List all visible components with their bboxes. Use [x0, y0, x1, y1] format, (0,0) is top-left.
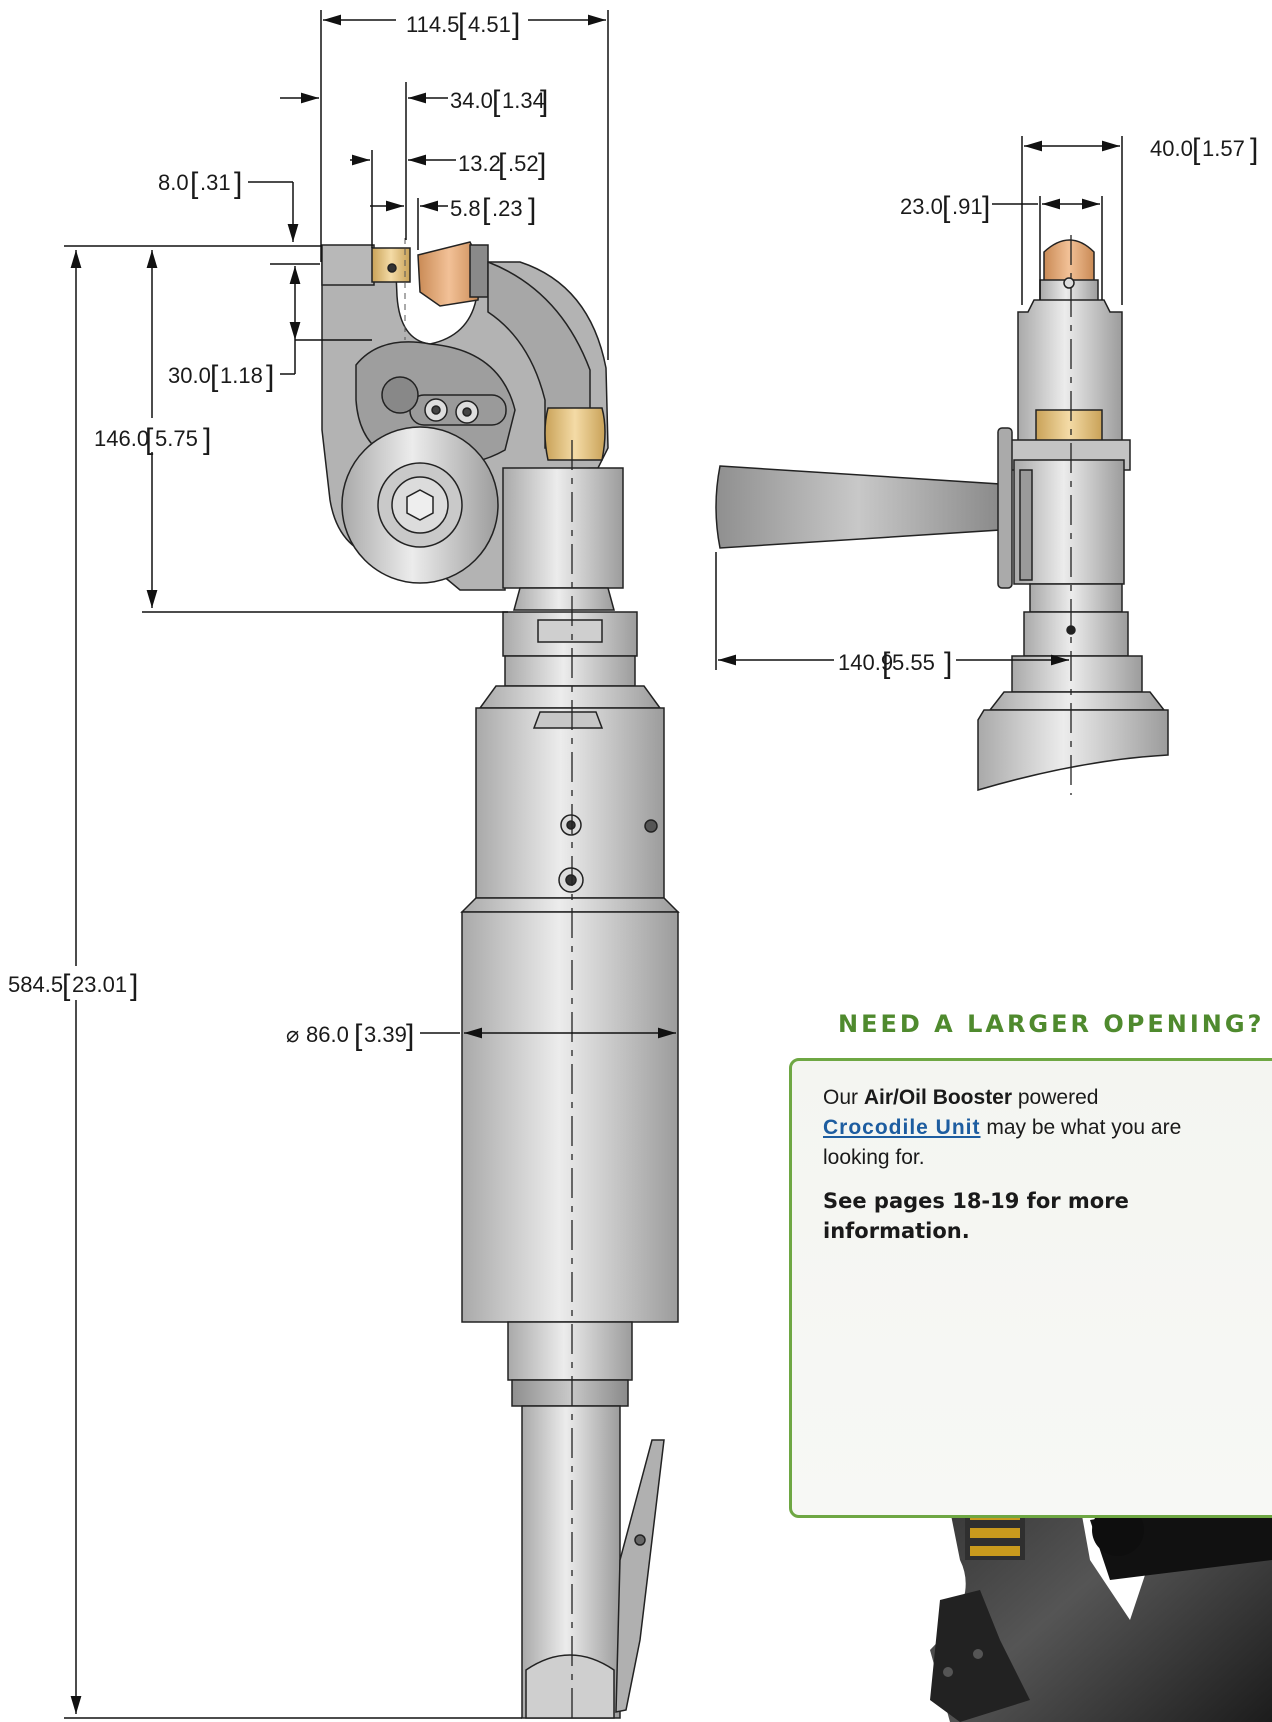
- diameter-symbol: ⌀: [286, 1022, 299, 1047]
- dim-overall-width-in: 4.51: [468, 12, 511, 37]
- dim-side-jaw: 23.0: [900, 194, 943, 219]
- dim-lip: 8.0: [158, 170, 189, 195]
- dimension-lines: [64, 10, 1123, 1719]
- hex-bolt: [406, 489, 434, 521]
- dim-opening-in: .23: [492, 196, 523, 221]
- svg-text:[: [: [190, 167, 199, 200]
- svg-text:]: ]: [944, 647, 952, 680]
- svg-text:]: ]: [266, 360, 274, 393]
- dim-overall-length: 584.5: [8, 972, 63, 997]
- jaw-lip: [321, 244, 375, 286]
- callout-text: Our Air/Oil Booster powered Crocodile Un…: [823, 1083, 1272, 1173]
- svg-text:]: ]: [540, 85, 548, 118]
- svg-text:[: [: [458, 8, 467, 41]
- svg-text:]: ]: [528, 193, 536, 226]
- neck-block: [502, 467, 624, 589]
- dim-anvil-offset-in: .52: [508, 151, 539, 176]
- dim-lip-in: .31: [200, 170, 231, 195]
- svg-text:[: [: [145, 423, 154, 456]
- dim-body-diameter-in: 3.39: [364, 1022, 407, 1047]
- callout-line1-bold: Air/Oil Booster: [863, 1086, 1013, 1109]
- dim-anvil-offset: 13.2: [458, 151, 501, 176]
- upper-body: [475, 707, 665, 899]
- front-view: [321, 238, 680, 1722]
- side-handle: [715, 465, 1001, 549]
- dimension-labels: 114.5 [ 4.51 ] 34.0 [ 1.34 ] 13.2 [ .52 …: [6, 6, 1258, 1052]
- dim-throat-in: 1.18: [220, 363, 263, 388]
- dim-overall-width: 114.5: [406, 12, 459, 37]
- dim-jaw-offset-in: 1.34: [502, 88, 545, 113]
- svg-text:[: [: [62, 969, 71, 1002]
- side-view: [715, 235, 1169, 795]
- dim-side-width-in: 1.57: [1202, 136, 1245, 161]
- brass-roller: [544, 407, 606, 461]
- callout-box: [789, 1058, 1272, 1518]
- svg-text:[: [: [1192, 133, 1201, 166]
- svg-text:]: ]: [1250, 133, 1258, 166]
- svg-text:[: [: [492, 85, 501, 118]
- svg-text:]: ]: [234, 167, 242, 200]
- callout-line2-suffix: may be what you are: [980, 1116, 1182, 1139]
- trigger-lever: [615, 1439, 665, 1713]
- svg-text:[: [: [482, 193, 491, 226]
- svg-text:]: ]: [406, 1019, 414, 1052]
- dim-body-diameter: 86.0: [306, 1022, 349, 1047]
- svg-text:[: [: [942, 191, 951, 224]
- dim-side-width: 40.0: [1150, 136, 1193, 161]
- dim-throat: 30.0: [168, 363, 211, 388]
- svg-text:]: ]: [203, 423, 211, 456]
- callout-line1-suffix: powered: [1012, 1086, 1099, 1109]
- svg-text:[: [: [210, 360, 219, 393]
- svg-text:]: ]: [982, 191, 990, 224]
- svg-text:]: ]: [512, 8, 520, 41]
- callout-line1-prefix: Our: [823, 1086, 864, 1109]
- dim-opening: 5.8: [450, 196, 481, 221]
- dim-head-height: 146.0: [94, 426, 149, 451]
- svg-text:[: [: [498, 148, 507, 181]
- callout-more-info: See pages 18-19 for more information.: [823, 1189, 1129, 1243]
- copper-cutter: [417, 241, 481, 307]
- dim-handle-reach: 140.9: [838, 650, 893, 675]
- dim-head-height-in: 5.75: [155, 426, 198, 451]
- svg-text:[: [: [882, 647, 891, 680]
- callout-line3: looking for.: [823, 1146, 925, 1169]
- svg-text:[: [: [354, 1019, 363, 1052]
- dim-handle-reach-in: 5.55: [892, 650, 935, 675]
- svg-text:]: ]: [538, 148, 546, 181]
- svg-text:]: ]: [130, 969, 138, 1002]
- dim-overall-length-in: 23.01: [72, 972, 127, 997]
- crocodile-unit-link[interactable]: Crocodile Unit: [823, 1116, 981, 1139]
- dim-jaw-offset: 34.0: [450, 88, 493, 113]
- callout-title: NEED A LARGER OPENING?: [838, 1010, 1265, 1038]
- main-body: [461, 911, 679, 1323]
- dim-side-jaw-in: .91: [952, 194, 983, 219]
